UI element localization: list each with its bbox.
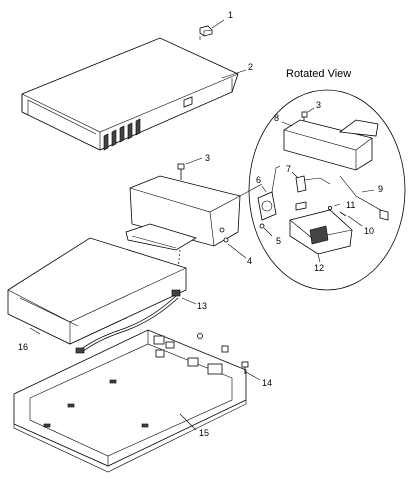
rotated-view-title: Rotated View xyxy=(286,68,351,80)
callout-13: 13 xyxy=(197,301,207,311)
callout-9: 9 xyxy=(378,184,383,194)
part-3-screw xyxy=(177,157,203,180)
rotated-view-detail xyxy=(248,89,406,291)
part-1-connector xyxy=(199,19,225,37)
callout-3a: 3 xyxy=(316,100,321,110)
callout-8: 8 xyxy=(274,113,279,123)
part-13-cable xyxy=(75,289,197,354)
callout-2: 2 xyxy=(248,62,253,72)
part-14-screw xyxy=(241,361,261,381)
part-2-top-cover xyxy=(21,36,247,151)
callout-4: 4 xyxy=(247,256,252,266)
part-15-base xyxy=(13,329,247,473)
callout-15: 15 xyxy=(199,428,209,438)
part-4-bracket xyxy=(125,175,263,291)
callout-5: 5 xyxy=(276,236,281,246)
callout-12: 12 xyxy=(314,263,324,273)
callout-7: 7 xyxy=(286,164,291,174)
callout-3b: 3 xyxy=(205,153,210,163)
callout-1: 1 xyxy=(228,10,233,20)
part-16-drive xyxy=(7,237,187,345)
callout-11: 11 xyxy=(346,200,355,210)
callout-10: 10 xyxy=(364,226,374,236)
callout-14: 14 xyxy=(262,378,272,388)
callout-16: 16 xyxy=(18,342,28,352)
callout-6: 6 xyxy=(256,175,261,185)
